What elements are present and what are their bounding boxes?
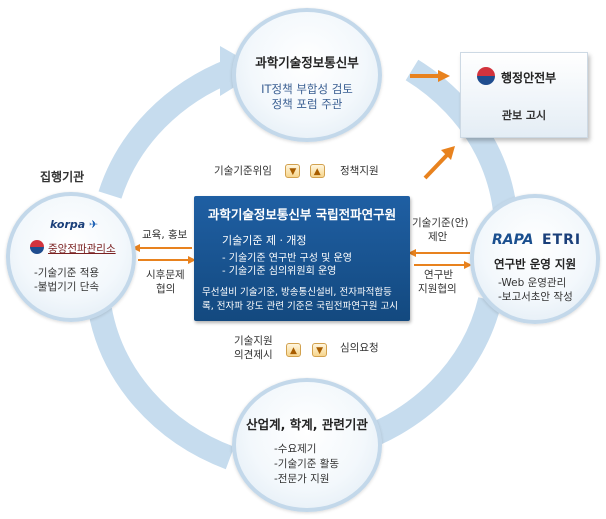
etri-logo: ETRI (542, 232, 582, 248)
korea-emblem-icon (477, 67, 495, 85)
flow-policy-label: 정책지원 (340, 165, 379, 177)
rapa-logo: RAPA (492, 232, 534, 248)
bottom-item-1: -수요제기 (274, 443, 317, 455)
left-item-1: -기술기준 적용 (34, 267, 100, 279)
ministry-science-line-1: IT정책 부합성 검토 (261, 82, 353, 96)
flow-support-label-2: 지원협의 (418, 283, 457, 295)
flow-bottom-chevrons: ▲ ▼ (286, 339, 328, 358)
flow-support-label-1: 연구반 (424, 269, 453, 281)
right-item-1: -Web 운영관리 (498, 277, 567, 289)
ministry-science-title: 과학기술정보통신부 (255, 55, 359, 70)
rra-title: 과학기술정보통신부 국립전파연구원 (207, 207, 397, 222)
flow-review-label: 심의요청 (340, 342, 379, 354)
chevron-down-icon: ▼ (312, 342, 328, 357)
left-item-2: -불법기기 단속 (34, 281, 100, 293)
standards-item-1: - 기술기준 연구반 구성 및 운영 (222, 253, 352, 264)
flow-post-issue-label-1: 시후문제 (146, 269, 185, 281)
chevron-up-icon: ▲ (286, 342, 301, 357)
research-support-title: 연구반 운영 지원 (493, 257, 577, 271)
standards-item-2: - 기술기준 심의위원회 운영 (222, 266, 337, 277)
ministry-science-circle: 과학기술정보통신부 IT정책 부합성 검토 정책 포럼 주관 (232, 8, 382, 142)
ministry-science-line-2: 정책 포럼 주관 (271, 97, 343, 111)
korpa-logo: korpa ✈ (50, 218, 98, 231)
flow-delegation: 기술기준위임 ▼ ▲ 정책지원 (214, 164, 379, 178)
research-support-circle: RAPA ETRI 연구반 운영 지원 -Web 운영관리 -보고서초안 작성 (470, 194, 600, 324)
executing-agency-circle: korpa ✈ 중앙전파관리소 -기술기준 적용 -불법기기 단속 (6, 192, 136, 322)
korpa-logo-text: korpa (50, 218, 86, 231)
mois-name: 행정안전부 (501, 71, 557, 85)
crmo-emblem-icon (30, 240, 44, 254)
flow-tech-support-label-1: 기술지원 (234, 335, 273, 347)
right-item-2: -보고서초안 작성 (498, 291, 573, 303)
executing-agency-heading: 집행기관 (40, 170, 85, 184)
rra-note: 무선설비 기술기준, 방송통신설비, 전자파적합등록, 전자파 강도 관련 기준… (202, 287, 398, 312)
korpa-swoosh-icon: ✈ (89, 218, 99, 231)
crmo-name: 중앙전파관리소 (48, 243, 116, 255)
chevron-up-icon: ▲ (309, 164, 325, 178)
industry-title: 산업계, 학계, 관련기관 (246, 417, 368, 432)
gazette-label: 관보 고시 (501, 109, 547, 122)
mois-box: 행정안전부 관보 고시 (460, 52, 588, 138)
flow-proposal-label-1: 기술기준(안) (412, 217, 469, 229)
rra-center-box: 과학기술정보통신부 국립전파연구원 기술기준 제ㆍ개정 - 기술기준 연구반 구… (194, 196, 410, 321)
flow-proposal-label-2: 제안 (428, 231, 448, 243)
standards-section-title: 기술기준 제ㆍ개정 (222, 234, 307, 247)
flow-education-label: 교육, 홍보 (142, 229, 188, 241)
chevron-down-icon: ▼ (285, 164, 301, 178)
industry-circle: 산업계, 학계, 관련기관 -수요제기 -기술기준 활동 -전문가 지원 (232, 378, 382, 512)
flow-delegation-label: 기술기준위임 (214, 165, 272, 177)
flow-post-issue-label-2: 협의 (156, 283, 176, 295)
bottom-item-2: -기술기준 활동 (274, 458, 340, 470)
flow-tech-support-label-2: 의견제시 (234, 349, 273, 361)
bottom-item-3: -전문가 지원 (274, 473, 330, 485)
